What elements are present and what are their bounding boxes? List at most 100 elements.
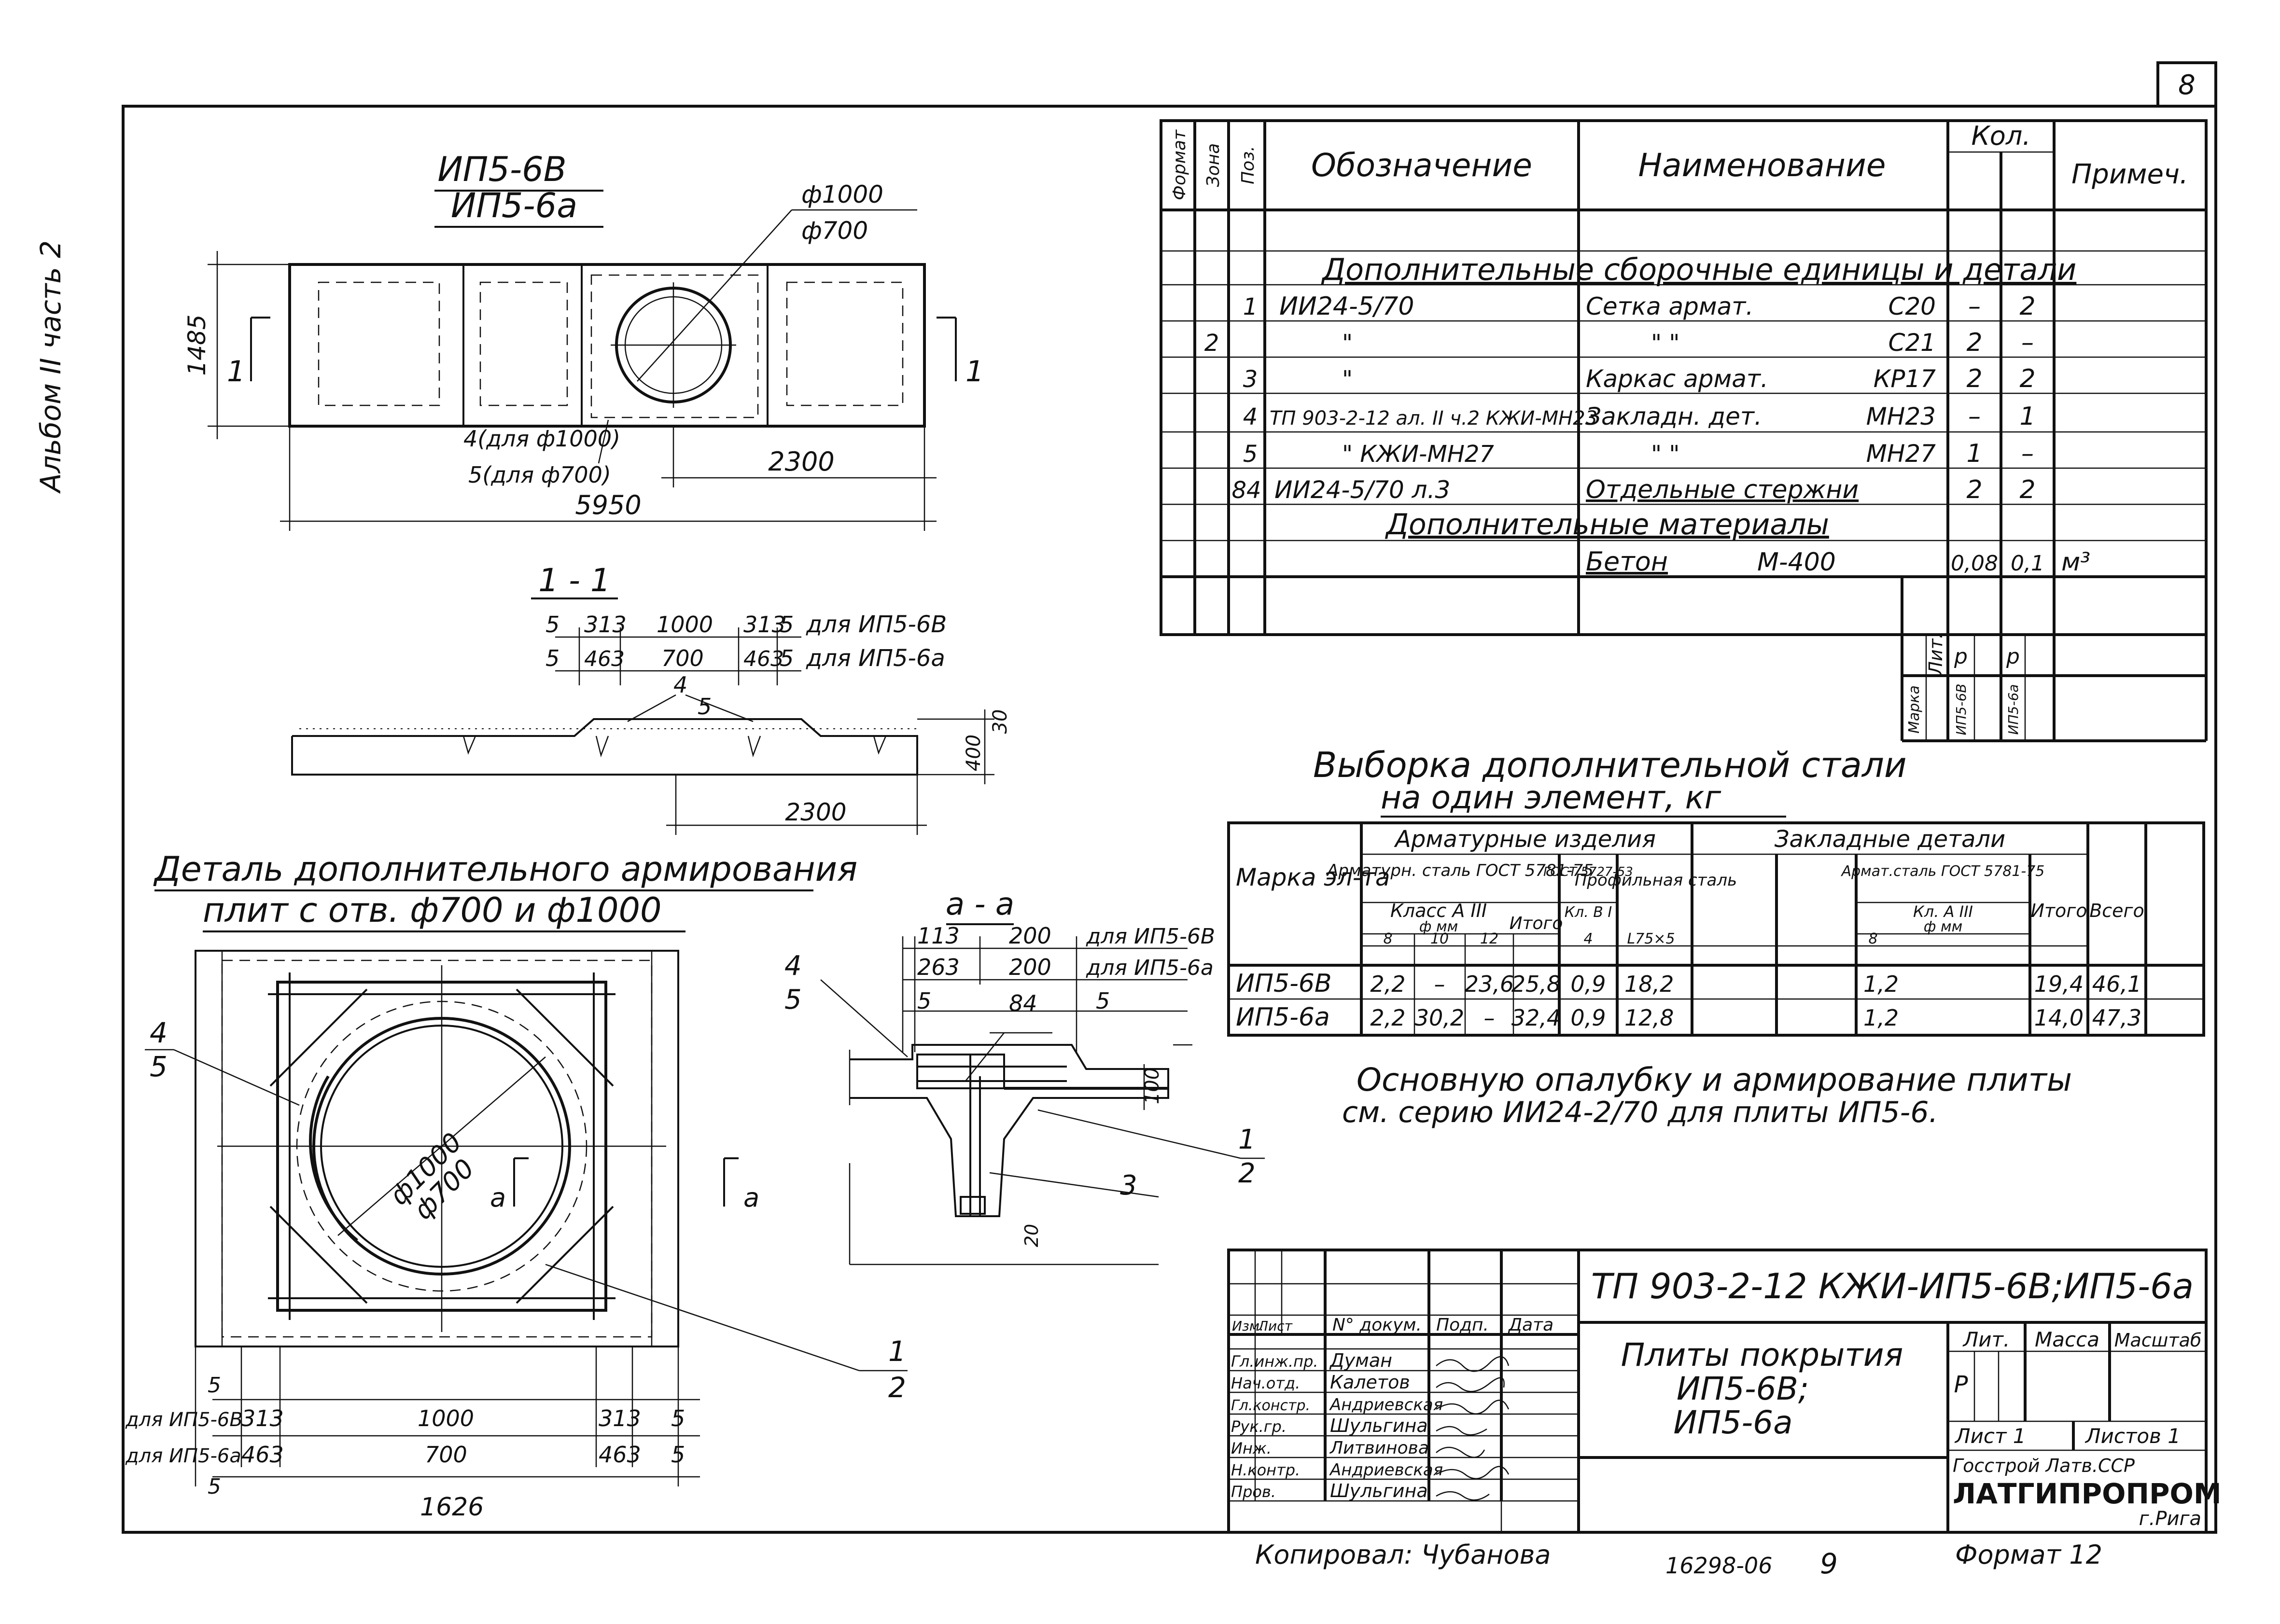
spec-r2-designation: ": [1342, 330, 1353, 357]
title-block-grid: [1227, 1249, 2208, 1534]
spec-footer-grid: [1901, 577, 2208, 742]
spec-r4-mark: МН23: [1866, 403, 1936, 430]
tb-role-5: Инж.: [1231, 1439, 1272, 1457]
detail-section-a-left: а: [490, 1182, 506, 1213]
spec-r6-q1: 2: [1966, 475, 1982, 504]
tb-h-mass: Масса: [2035, 1328, 2099, 1351]
detail-callout-1: 1: [888, 1335, 906, 1368]
tb-lit: Р: [1954, 1371, 1968, 1398]
spec-r4-name: Закладн. дет.: [1586, 403, 1762, 430]
plan-dim-height: 1485: [183, 314, 211, 375]
steel-r1-c12: 23,6: [1465, 971, 1514, 997]
saa-r1-label: для ИП5-6В: [1086, 924, 1215, 949]
tb-h-scale: Масштаб: [2114, 1330, 2202, 1351]
steel-table-grid: [1227, 821, 2205, 1037]
steel-r2-mark: ИП5-6а: [1236, 1003, 1330, 1032]
saa-r1-113: 113: [917, 923, 960, 949]
saa-dim-5b: 5: [1096, 988, 1110, 1014]
spec-r1-q1: –: [1968, 292, 1981, 321]
plan-note-1: 4(для ф1000): [463, 426, 620, 452]
spec-r6-q2: 2: [2019, 475, 2035, 504]
spec-h-format: Формат: [1170, 129, 1189, 200]
steel-h-diam: ф мм: [1419, 918, 1458, 935]
tb-org-3: г.Рига: [2139, 1508, 2201, 1530]
tb-signatures: [1436, 1356, 1510, 1501]
spec-r3-q2: 2: [2019, 364, 2035, 393]
tb-h-list: Лист: [1258, 1318, 1293, 1334]
spec-r6-name: Отдельные стержни: [1586, 475, 1859, 504]
tb-name-2: Калетов: [1330, 1372, 1410, 1393]
steel-h-embed-steel: Армат.сталь ГОСТ 5781-75: [1841, 863, 2045, 880]
tb-staff: Гл.инж.пр. Думан Нач.отд. Калетов Гл.кон…: [1231, 1350, 1443, 1501]
plan-diam-2: ф700: [801, 217, 868, 245]
saa-r2-200: 200: [1009, 954, 1051, 980]
spec-table-grid: [1160, 119, 2208, 636]
s11-dim-30: 30: [989, 709, 1011, 734]
plan-dim-offset: 2300: [768, 446, 834, 477]
steel-h-kl-a3: Кл. А III: [1913, 902, 1973, 921]
s11-r1-c1: 5: [546, 611, 560, 638]
steel-r1-e8: 1,2: [1863, 971, 1899, 997]
tb-sheets-label: Листов 1: [2084, 1424, 2181, 1448]
saa-dim-100: 100: [1141, 1068, 1163, 1104]
steel-h-diam2: ф мм: [1924, 918, 1962, 935]
steel-r2-c8: 2,2: [1370, 1005, 1405, 1031]
spec-r2-name: " ": [1651, 330, 1679, 357]
spec-r1-name: Сетка армат.: [1586, 292, 1753, 320]
s11-r1-c4: 313: [743, 611, 786, 638]
spec-r5-name: " ": [1651, 441, 1679, 468]
spec-h-zone: Зона: [1203, 143, 1223, 187]
tb-org-2: ЛАТГИПРОПРОМ: [1953, 1477, 2222, 1510]
spec-r3-mark: КР17: [1874, 365, 1936, 393]
note-line-1: Основную опалубку и армирование плиты: [1357, 1061, 2072, 1098]
detail-dim-r1-1000: 1000: [418, 1405, 474, 1431]
saa-title: а - а: [946, 887, 1014, 922]
detail-dim-r2-700: 700: [425, 1442, 467, 1468]
spec-r3-name: Каркас армат.: [1586, 365, 1768, 393]
steel-r1-all: 46,1: [2092, 971, 2141, 997]
detail-dim-total: 1626: [420, 1493, 484, 1522]
steel-h-embed: Закладные детали: [1775, 826, 2006, 853]
tb-role-6: Н.контр.: [1231, 1461, 1300, 1479]
steel-h-total-arm: Итого: [1510, 914, 1563, 933]
steel-r2-t1: 32,4: [1511, 1005, 1561, 1031]
spec-h-designation: Обозначение: [1311, 147, 1532, 184]
steel-h-d12: 12: [1480, 930, 1498, 947]
spec-footer-lit-label: Лит.: [1925, 633, 1946, 676]
spec-r5-pos: 5: [1243, 441, 1258, 468]
tb-h-date: Дата: [1508, 1315, 1553, 1335]
tb-role-2: Нач.отд.: [1231, 1374, 1300, 1392]
spec-r3-q1: 2: [1966, 364, 1982, 393]
s11-mark-5: 5: [698, 694, 712, 720]
tb-role-1: Гл.инж.пр.: [1231, 1352, 1318, 1371]
steel-r2-c4: 0,9: [1570, 1005, 1606, 1031]
tb-h-lit: Лит.: [1962, 1328, 2010, 1351]
saa-dim-20: 20: [1021, 1224, 1042, 1247]
steel-h-profile: Профильная сталь: [1575, 871, 1737, 890]
s11-r1-c6: для ИП5-6В: [806, 611, 947, 638]
tb-name-5: Литвинова: [1329, 1438, 1429, 1458]
saa-r2-263: 263: [917, 954, 960, 980]
detail-dim-r1-313a: 313: [241, 1405, 284, 1431]
spec-row-1: 1 ИИ24-5/70 Сетка армат. С20 – 2: [1243, 292, 2036, 321]
steel-title-2: на один элемент, кг: [1381, 779, 1721, 816]
spec-h-qty: Кол.: [1971, 121, 2030, 151]
spec-r4-q1: –: [1968, 402, 1981, 431]
plan-title-top: ИП5-6В: [437, 150, 566, 189]
steel-r2-t2: 14,0: [2034, 1005, 2084, 1031]
detail-dim-5: 5: [208, 1474, 221, 1499]
album-note: Альбом II часть 2: [34, 240, 67, 494]
detail-dim-r2-5: 5: [671, 1442, 685, 1468]
detail-title-1: Деталь дополнительного армирования: [153, 849, 857, 889]
sheet-number: 8: [2178, 69, 2196, 101]
tb-h-izm: Изм.: [1232, 1318, 1264, 1334]
detail-dim-r1-5: 5: [208, 1373, 221, 1398]
spec-r1-pos: 1: [1243, 293, 1258, 320]
steel-h-class: Класс А III: [1390, 900, 1487, 921]
steel-h-arm: Арматурные изделия: [1394, 826, 1656, 853]
tb-name-4: Шульгина: [1330, 1415, 1428, 1436]
detail-dim-r2-label: для ИП5-6а: [125, 1445, 241, 1467]
steel-h-d10: 10: [1430, 930, 1449, 947]
spec-concrete-q2: 0,1: [2011, 551, 2044, 576]
